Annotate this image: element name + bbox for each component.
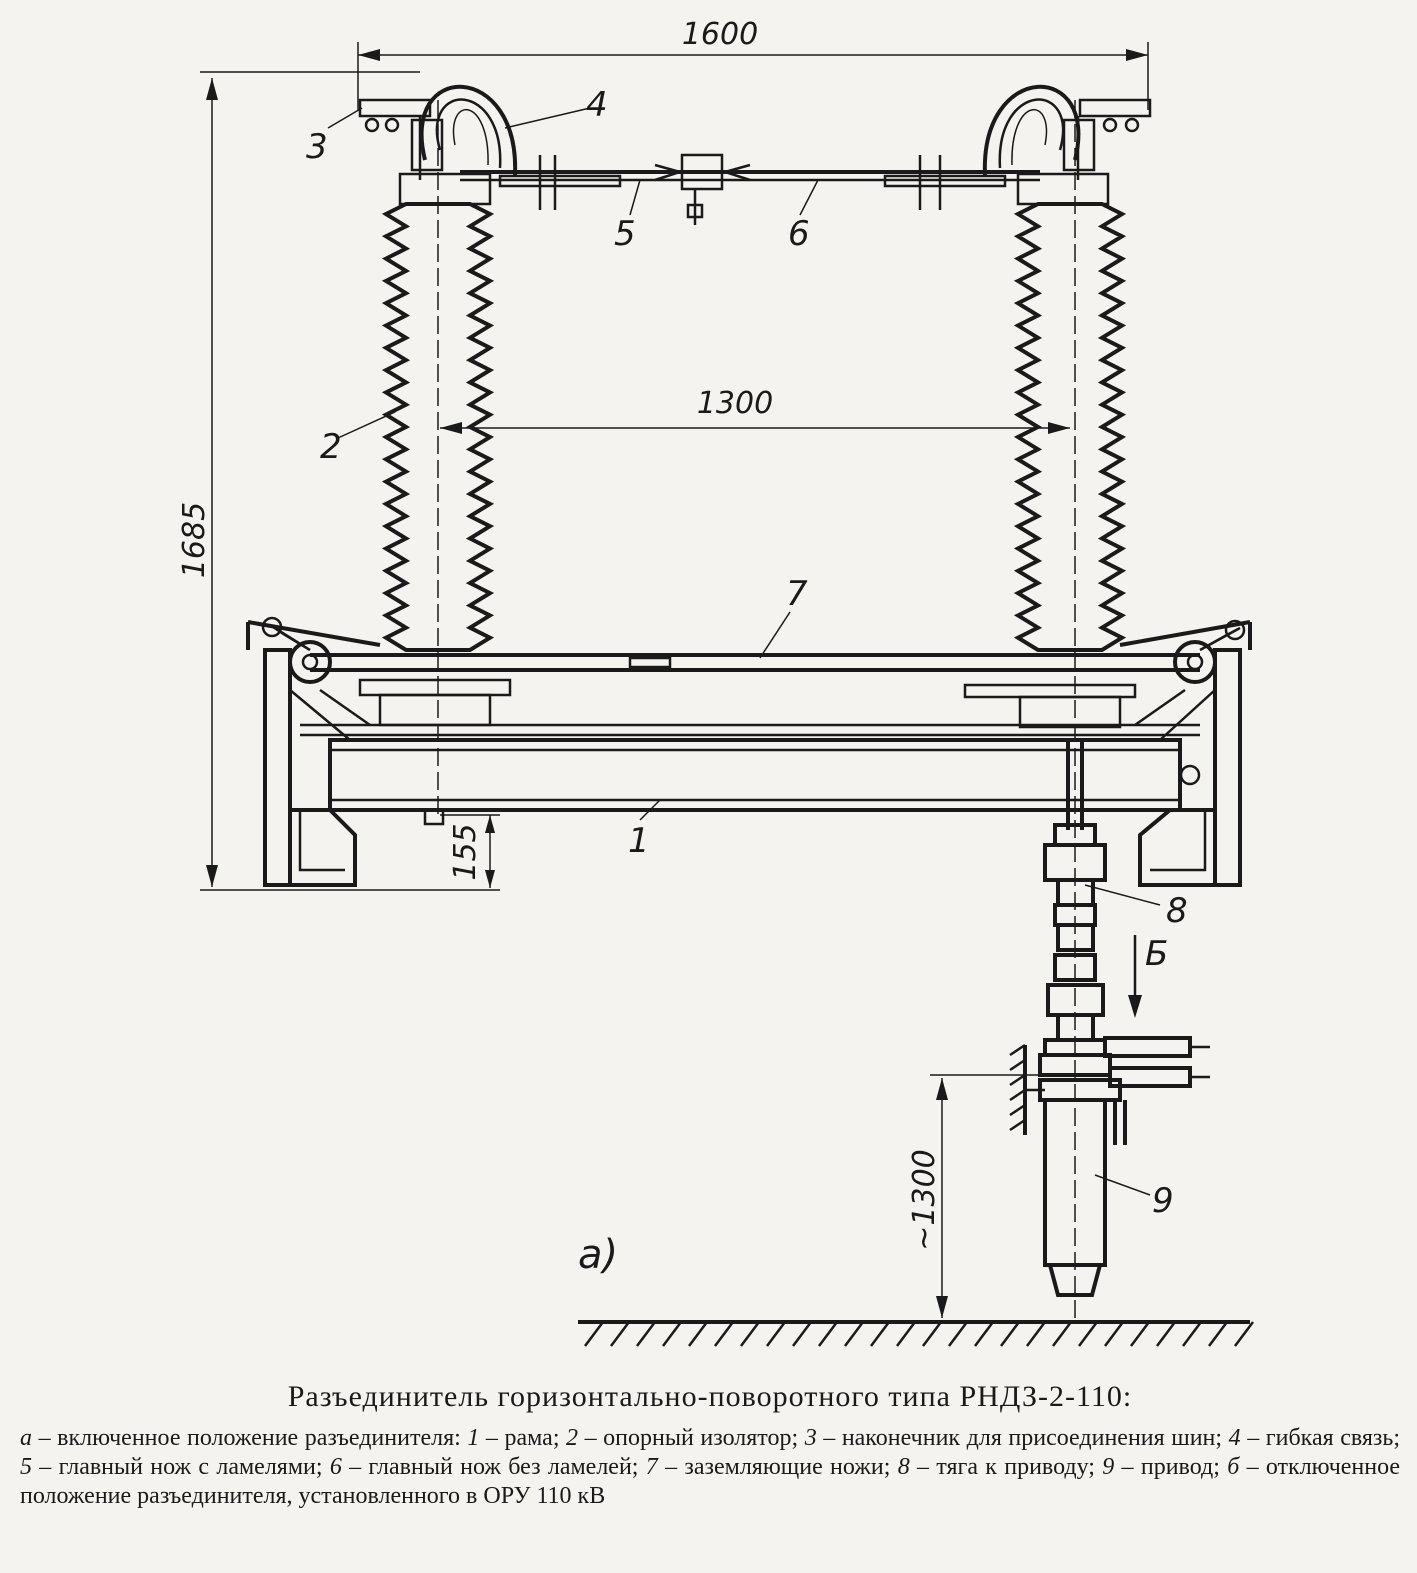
part-label-1: 1 — [628, 799, 661, 861]
part-label-9: 9 — [1094, 1174, 1174, 1221]
dimension-drive-height: ~1300 — [907, 1074, 1060, 1318]
part-label-3: 3 — [306, 107, 363, 167]
caption-item-text: – главный нож с ламелями; — [32, 1454, 330, 1480]
main-blades — [460, 153, 1040, 225]
dimension-insulator-spacing: 1300 — [440, 386, 1070, 434]
caption-item-key: 2 — [566, 1425, 579, 1451]
caption-item-text: – включенное положение разъединителя: — [32, 1425, 468, 1451]
dimension-height-total-label: 1685 — [177, 502, 212, 578]
insulator-right — [1013, 202, 1127, 652]
caption-item-text: – привод; — [1114, 1454, 1228, 1480]
label-earthing-blades: 7 — [786, 574, 808, 614]
ground-hatch — [1208, 1321, 1228, 1347]
ground-hatch — [844, 1321, 864, 1347]
ground-hatch — [922, 1321, 942, 1347]
caption-item-key: 8 — [897, 1454, 910, 1480]
ground-hatch — [1156, 1321, 1176, 1347]
view-a-label: а) — [578, 1232, 618, 1278]
dimension-base-height: 155 — [440, 814, 500, 888]
caption-title: Разъединитель горизонтально-поворотного … — [287, 1380, 1133, 1413]
caption-item-key: 3 — [804, 1425, 817, 1451]
label-blade-plain: 6 — [788, 214, 810, 254]
dimension-insulator-spacing-label: 1300 — [697, 386, 773, 421]
view-b-arrow: Б — [1128, 934, 1168, 1018]
ground-hatch — [1182, 1321, 1202, 1347]
view-b-label: Б — [1145, 934, 1168, 974]
ground-hatch — [766, 1321, 786, 1347]
caption-item-text: – наконечник для присоединения шин; — [816, 1425, 1229, 1451]
ground-hatch — [714, 1321, 734, 1347]
insulator-left-cap — [398, 172, 492, 206]
label-frame: 1 — [628, 821, 650, 861]
ground-hatch — [870, 1321, 890, 1347]
part-label-5: 5 — [614, 179, 641, 254]
ground-hatch — [1052, 1321, 1072, 1347]
insulator-sheds — [381, 202, 495, 652]
ground-hatch — [1234, 1321, 1254, 1347]
caption-item-text: – отключенное положение разъединителя, у… — [20, 1454, 1401, 1509]
earthing-blades — [261, 616, 1246, 684]
terminal-left — [358, 98, 444, 180]
ground-hatch — [896, 1321, 916, 1347]
caption-item-key: 9 — [1102, 1454, 1115, 1480]
caption-item-text: – главный нож без ламелей; — [341, 1454, 646, 1480]
caption-item-text: – тяга к приводу; — [909, 1454, 1103, 1480]
caption-item-text: – гибкая связь; — [1240, 1425, 1400, 1451]
ground-hatch — [974, 1321, 994, 1347]
part-label-6: 6 — [788, 179, 819, 254]
label-terminal: 3 — [306, 127, 328, 167]
part-label-7: 7 — [759, 574, 808, 659]
frame — [246, 620, 1252, 887]
figure-caption: Разъединитель горизонтально-поворотного … — [20, 1380, 1400, 1511]
ground-hatch — [1078, 1321, 1098, 1347]
ground-hatch — [1104, 1321, 1124, 1347]
caption-item-key: 5 — [20, 1454, 32, 1480]
dimension-width-top-label: 1600 — [682, 17, 758, 52]
label-blade-lamellae: 5 — [614, 214, 636, 254]
insulator-sheds — [1013, 202, 1127, 652]
ground-hatch — [1130, 1321, 1150, 1347]
ground-hatch — [740, 1321, 760, 1347]
dimension-base-height-label: 155 — [448, 823, 483, 880]
caption-item-key: a — [20, 1425, 32, 1451]
label-insulator: 2 — [320, 427, 342, 467]
ground-hatch — [610, 1321, 630, 1347]
ground — [578, 1320, 1254, 1347]
part-label-8: 8 — [1084, 884, 1188, 931]
ground-hatch — [818, 1321, 838, 1347]
caption-item-key: 1 — [467, 1425, 480, 1451]
label-drive: 9 — [1152, 1181, 1174, 1221]
ground-hatch — [1026, 1321, 1046, 1347]
flex-link-left — [419, 84, 518, 176]
caption-item-key: 6 — [329, 1454, 342, 1480]
dimension-drive-height-label: ~1300 — [907, 1149, 942, 1250]
caption-body: a – включенное положение разъединителя: … — [20, 1424, 1400, 1511]
caption-item-key: б — [1227, 1454, 1240, 1480]
ground-hatch — [688, 1321, 708, 1347]
dimension-width-top: 1600 — [357, 17, 1149, 110]
insulator-left — [381, 202, 495, 652]
ground-hatch — [1000, 1321, 1020, 1347]
flex-link-right — [982, 84, 1081, 176]
caption-item-key: 4 — [1228, 1425, 1241, 1451]
label-rod: 8 — [1166, 891, 1188, 931]
drive — [1009, 1036, 1210, 1297]
ground-hatch — [948, 1321, 968, 1347]
dimension-height-total: 1685 — [177, 71, 500, 891]
label-flex-link: 4 — [586, 85, 608, 125]
ground-hatch — [584, 1321, 604, 1347]
ground-hatch — [662, 1321, 682, 1347]
ground-hatch — [792, 1321, 812, 1347]
part-label-2: 2 — [320, 411, 396, 467]
disconnector-drawing: 1600 1685 — [177, 17, 1254, 1347]
part-label-4: 4 — [504, 85, 608, 129]
ground-hatch — [636, 1321, 656, 1347]
insulator-right-cap — [1016, 172, 1110, 206]
caption-item-text: – заземляющие ножи; — [657, 1454, 898, 1480]
caption-item-text: – опорный изолятор; — [578, 1425, 805, 1451]
caption-item-text: – рама; — [479, 1425, 567, 1451]
caption-item-key: 7 — [645, 1454, 658, 1480]
